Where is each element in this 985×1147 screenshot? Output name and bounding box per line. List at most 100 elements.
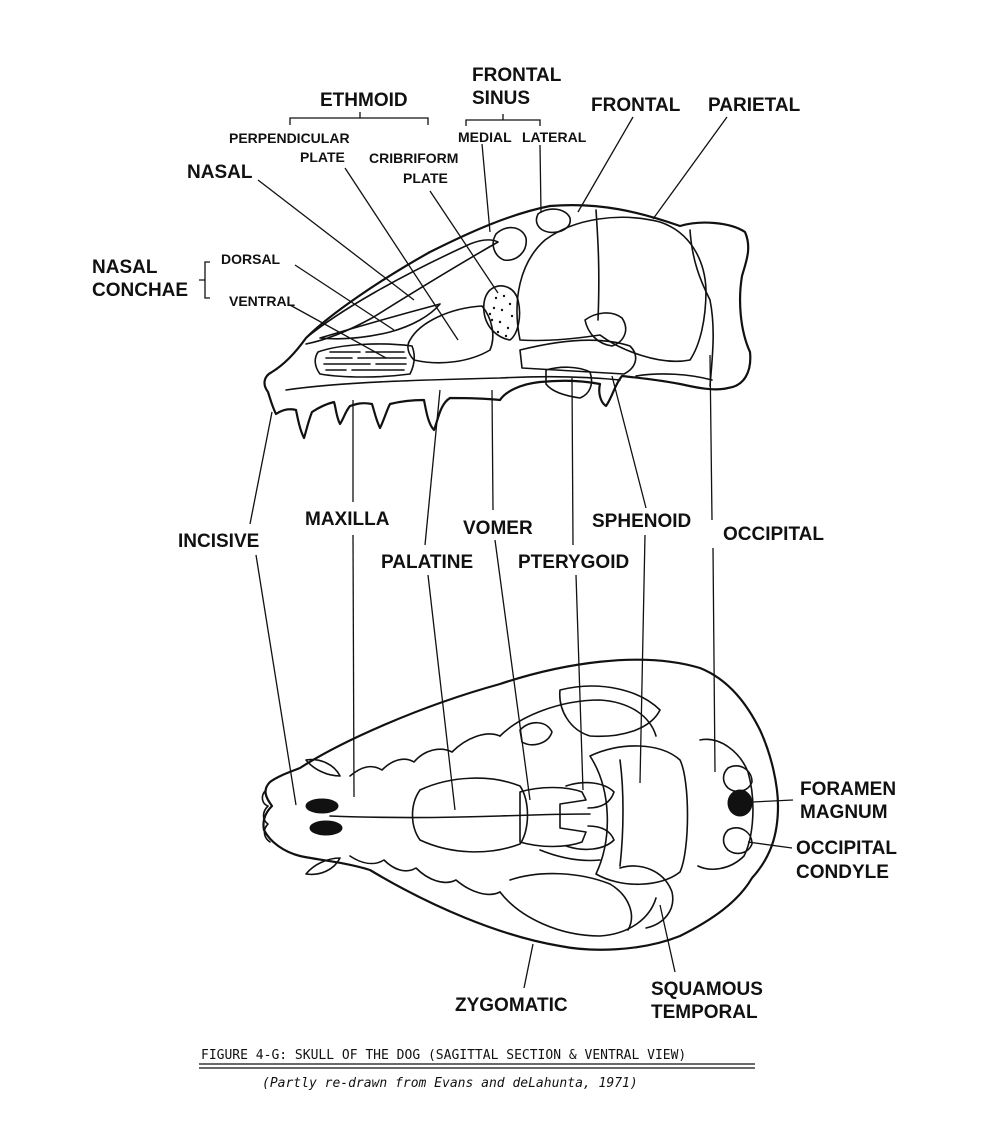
caption-title: FIGURE 4-G: SKULL OF THE DOG (SAGITTAL S… (201, 1048, 686, 1063)
label-squamous-1: SQUAMOUS (651, 979, 763, 1000)
lower-canine (305, 857, 341, 876)
pterygoid-sagittal (545, 366, 593, 399)
label-foramen-2: MAGNUM (800, 802, 888, 823)
label-cribriform-1: CRIBRIFORM (369, 150, 458, 166)
label-condyle-2: CONDYLE (796, 862, 889, 883)
label-parietal: PARIETAL (708, 95, 801, 116)
perpendicular-plate (407, 305, 494, 364)
label-dorsal: DORSAL (221, 251, 281, 267)
sagittal-section-drawing (263, 204, 752, 440)
cribriform-dots (488, 294, 514, 338)
leader-pterygoid (571, 377, 574, 546)
label-medial: MEDIAL (458, 129, 512, 145)
label-palatine: PALATINE (381, 552, 473, 573)
label-squamous-2: TEMPORAL (651, 1002, 758, 1023)
label-nasal-conchae-1: NASAL (92, 257, 158, 278)
nasal-conchae-bracket (199, 261, 210, 299)
leader-palatine (424, 389, 441, 546)
frontal-sinus-medial (492, 226, 527, 262)
leader-perpendicular (344, 167, 459, 341)
orbit-lower (519, 721, 553, 746)
label-occipital: OCCIPITAL (723, 524, 824, 545)
label-frontal-sinus-1: FRONTAL (472, 65, 562, 86)
leader-squamous (659, 904, 676, 973)
label-nasal-conchae-2: CONCHAE (92, 280, 188, 301)
label-nasal: NASAL (187, 162, 253, 183)
leader-zygomatic (523, 943, 534, 989)
ventral-suture-2 (539, 849, 601, 862)
zygomatic-cheek (509, 872, 633, 931)
label-frontal-sinus-2: SINUS (472, 88, 530, 109)
frontal-sinus-lateral (535, 208, 571, 234)
squamous-temporal-ventral (619, 865, 674, 929)
parietal-occipital-suture (689, 229, 714, 387)
maxillary-teeth-lower (349, 855, 501, 896)
foramen-magnum (727, 789, 753, 817)
ventral-suture-1 (619, 759, 624, 867)
label-zygomatic: ZYGOMATIC (455, 995, 568, 1016)
palatine-fissure-left (305, 798, 339, 814)
upper-canine (305, 758, 341, 777)
leader-occipital (709, 354, 713, 521)
leader-lateral (539, 144, 542, 214)
label-lateral: LATERAL (522, 129, 587, 145)
leader-lines (249, 116, 794, 989)
label-condyle-1: OCCIPITAL (796, 838, 897, 859)
leader-incisive-low (255, 554, 297, 806)
ventral-view-drawing (261, 658, 780, 951)
leader-palatine-low (427, 574, 456, 811)
label-ventral: VENTRAL (229, 293, 296, 309)
palatine-ventral (411, 777, 529, 853)
leader-sphenoid (611, 375, 647, 509)
sphenoid-body (519, 339, 637, 375)
palatine-fissure-right (309, 820, 343, 836)
label-vomer: VOMER (463, 518, 533, 539)
pterygoid-ventral (519, 786, 587, 848)
label-incisive: INCISIVE (178, 531, 259, 552)
figure-caption: FIGURE 4-G: SKULL OF THE DOG (SAGITTAL S… (199, 1048, 755, 1091)
sphenoid-ridge (584, 312, 627, 347)
occipital-condyle-lower (722, 827, 753, 855)
ventral-concha (314, 343, 415, 378)
nasal-bone (305, 239, 499, 345)
leader-frontal (577, 116, 634, 213)
label-frontal: FRONTAL (591, 95, 681, 116)
label-foramen-1: FORAMEN (800, 779, 896, 800)
leader-maxilla-low (352, 534, 355, 798)
leader-vomer (491, 389, 494, 511)
pterygoid-right (565, 781, 615, 851)
frontal-sinus-bracket (465, 114, 541, 126)
label-ethmoid: ETHMOID (320, 90, 408, 111)
sphenoid-ventral (589, 745, 689, 886)
leader-occipital-low (712, 547, 716, 773)
ventral-concha-hatching (323, 351, 407, 371)
leader-sphenoid-low (639, 534, 646, 784)
leader-pterygoid-low (575, 574, 584, 791)
brackets (199, 112, 541, 299)
caption-source: (Partly re-drawn from Evans and deLahunt… (262, 1076, 638, 1091)
ethmoid-bracket (289, 112, 429, 125)
leader-nasal (257, 179, 415, 301)
cranial-cavity (516, 216, 707, 362)
leader-incisive (249, 411, 273, 525)
label-perpendicular-1: PERPENDICULAR (229, 130, 350, 146)
leader-dorsal (294, 264, 395, 331)
label-pterygoid: PTERYGOID (518, 552, 629, 573)
palate-midline (329, 813, 591, 819)
leader-ventral (289, 304, 387, 359)
label-maxilla: MAXILLA (305, 509, 390, 530)
labels: FRONTAL SINUS ETHMOID FRONTAL PARIETAL P… (92, 65, 897, 1023)
cribriform-plate (482, 285, 521, 341)
leader-parietal (652, 116, 728, 220)
maxillary-teeth-upper (349, 733, 501, 777)
sagittal-skull-outline (263, 204, 752, 440)
occipital-region (697, 738, 754, 870)
leader-foramen (751, 799, 794, 803)
occipital-ventral (635, 373, 713, 381)
leader-cribriform (429, 190, 499, 294)
label-cribriform-2: PLATE (403, 170, 448, 186)
zygomatic-arch-lower (499, 891, 657, 937)
label-perpendicular-2: PLATE (300, 149, 345, 165)
incisive-teeth (261, 789, 271, 843)
